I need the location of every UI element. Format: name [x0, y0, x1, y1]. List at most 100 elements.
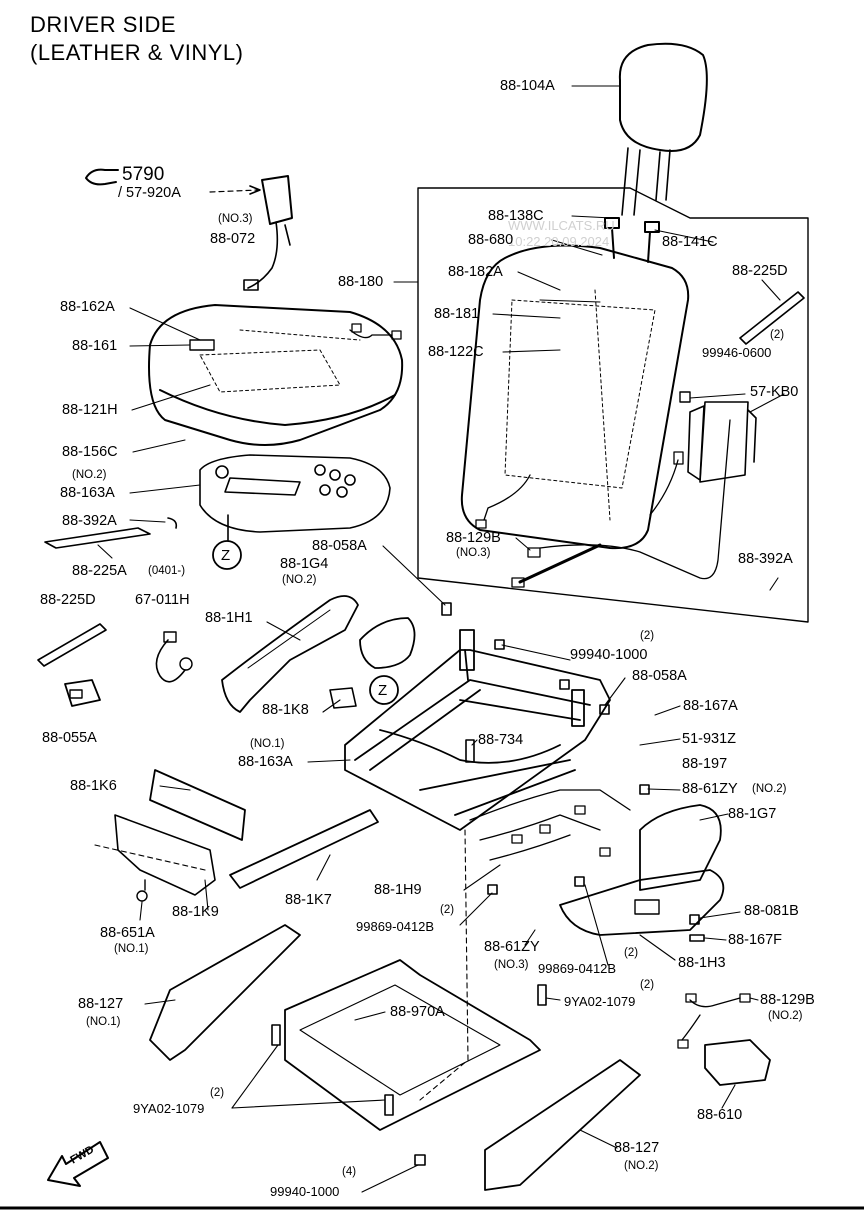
note-88-129B-no2: (NO.2) [768, 1010, 803, 1022]
ref-code: / 57-920A [118, 185, 181, 201]
rail-88-127-no1 [149, 924, 301, 1061]
callout-88-163A-no2[interactable]: 88-163A [60, 485, 115, 501]
callout-88-610[interactable]: 88-610 [697, 1107, 743, 1123]
qty-99946: (2) [770, 329, 785, 341]
cushion-pan-shape [199, 454, 391, 541]
strap-88-225A [44, 527, 151, 549]
callout-88-127-no2[interactable]: 88-127 [614, 1140, 660, 1156]
callout-51-931Z[interactable]: 51-931Z [682, 731, 737, 747]
callout-88-141C[interactable]: 88-141C [662, 234, 718, 250]
callout-88-162A[interactable]: 88-162A [60, 299, 115, 315]
callout-99940-1000-top[interactable]: 99940-1000 [570, 647, 648, 663]
callout-88-163A-no1[interactable]: 88-163A [238, 754, 293, 770]
callout-99940-1000-bottom[interactable]: 99940-1000 [270, 1184, 340, 1199]
watermark: WWW.ILCATS.RU 10:22 20.09.2024 [508, 218, 615, 249]
callout-88-970A[interactable]: 88-970A [390, 1004, 445, 1020]
callout-88-1G4[interactable]: 88-1G4 [280, 556, 329, 572]
callout-88-182A[interactable]: 88-182A [448, 264, 503, 280]
callout-88-1H3[interactable]: 88-1H3 [678, 955, 726, 971]
strap-88-225D-left [37, 623, 107, 667]
callout-88-180[interactable]: 88-180 [338, 274, 384, 290]
callout-99946-0600[interactable]: 99946-0600 [702, 345, 772, 360]
z-marker-mid: Z [378, 682, 388, 699]
module-88-610 [704, 1039, 771, 1086]
fwd-arrow [47, 1141, 109, 1187]
note-88-225A: (0401-) [148, 565, 186, 577]
callout-88-225D-top[interactable]: 88-225D [732, 263, 788, 279]
qty-9YA02-left: (2) [210, 1087, 225, 1099]
note-88-127-no2: (NO.2) [624, 1160, 659, 1172]
title-line-2: (LEATHER & VINYL) [30, 40, 244, 65]
callout-88-1H9[interactable]: 88-1H9 [374, 882, 422, 898]
callout-88-167F[interactable]: 88-167F [728, 932, 783, 948]
side-cover-88-1H3 [559, 869, 725, 936]
callout-88-1K7[interactable]: 88-1K7 [285, 892, 332, 908]
qty-99869-left: (2) [440, 904, 455, 916]
note-88-163A-no1: (NO.1) [250, 738, 285, 750]
callout-88-167A[interactable]: 88-167A [683, 698, 738, 714]
headrest-shape [618, 42, 708, 216]
cover-88-1G4 [359, 617, 416, 669]
seatback-shape [460, 217, 690, 550]
callout-88-138C[interactable]: 88-138C [488, 208, 544, 224]
watermark-line-1: WWW.ILCATS.RU [508, 218, 615, 233]
note-88-1G4-no2: (NO.2) [282, 574, 317, 586]
callout-88-61ZY-no3[interactable]: 88-61ZY [484, 939, 540, 955]
callout-88-181[interactable]: 88-181 [434, 306, 480, 322]
callout-88-081B[interactable]: 88-081B [744, 903, 799, 919]
fasteners [271, 602, 705, 1166]
callout-88-058A-right[interactable]: 88-058A [632, 668, 687, 684]
watermark-line-2: 10:22 20.09.2024 [508, 233, 610, 249]
callout-9YA02-1079-top[interactable]: 9YA02-1079 [564, 994, 636, 1009]
callout-99869-0412B-left[interactable]: 99869-0412B [356, 919, 435, 934]
callout-88-651A[interactable]: 88-651A [100, 925, 155, 941]
note-88-127-no1: (NO.1) [86, 1016, 121, 1028]
callout-88-104A[interactable]: 88-104A [500, 78, 555, 94]
callout-88-1K9[interactable]: 88-1K9 [172, 904, 219, 920]
callout-88-156C[interactable]: 88-156C [62, 444, 118, 460]
callout-88-225A[interactable]: 88-225A [72, 563, 127, 579]
callout-99869-0412B-right[interactable]: 99869-0412B [538, 961, 617, 976]
seatback-box [417, 187, 809, 623]
callout-88-127-no1[interactable]: 88-127 [78, 996, 124, 1012]
callout-88-1K8[interactable]: 88-1K8 [262, 702, 309, 718]
callout-88-225D-left[interactable]: 88-225D [40, 592, 96, 608]
trim-88-1K7 [229, 809, 379, 889]
rail-88-127-no2 [484, 1059, 641, 1191]
callout-88-129B-top[interactable]: 88-129B [446, 530, 501, 546]
callout-88-121H[interactable]: 88-121H [62, 402, 118, 418]
side-shield-88-1H1 [221, 595, 359, 713]
qty-9YA02-top: (2) [640, 979, 655, 991]
clip-88-1K8 [329, 687, 357, 709]
callout-88-61ZY-no2[interactable]: 88-61ZY [682, 781, 738, 797]
qty-99940-bottom: (4) [342, 1166, 357, 1178]
callout-88-1H1[interactable]: 88-1H1 [205, 610, 253, 626]
qty-99940-top: (2) [640, 630, 655, 642]
callout-9YA02-1079-left[interactable]: 9YA02-1079 [133, 1101, 205, 1116]
callout-57-KB0[interactable]: 57-KB0 [750, 384, 799, 400]
callout-88-392A-left[interactable]: 88-392A [62, 513, 117, 529]
bracket-88-055A [64, 679, 101, 707]
seat-cushion-shape [148, 304, 404, 446]
callout-88-680[interactable]: 88-680 [468, 232, 514, 248]
side-cover-88-1G7 [639, 804, 722, 891]
side-airbag-module [687, 401, 757, 483]
callout-67-011H[interactable]: 67-011H [135, 592, 190, 608]
callout-88-072[interactable]: 88-072 [210, 231, 256, 247]
callout-88-129B-no2[interactable]: 88-129B [760, 992, 815, 1008]
strap-top-right [739, 291, 805, 345]
callout-88-1K6[interactable]: 88-1K6 [70, 778, 117, 794]
callout-88-1G7[interactable]: 88-1G7 [728, 806, 777, 822]
callout-88-058A-top[interactable]: 88-058A [312, 538, 367, 554]
callout-88-161[interactable]: 88-161 [72, 338, 118, 354]
callout-88-392A-right[interactable]: 88-392A [738, 551, 793, 567]
seatback-harness [483, 474, 531, 521]
note-88-129B-no3: (NO.3) [456, 547, 491, 559]
title-line-1: DRIVER SIDE [30, 12, 177, 37]
callout-88-734[interactable]: 88-734 [478, 732, 524, 748]
callout-88-197[interactable]: 88-197 [682, 756, 728, 772]
callout-88-122C[interactable]: 88-122C [428, 344, 484, 360]
callout-88-055A[interactable]: 88-055A [42, 730, 97, 746]
bracket-88-970A [284, 959, 541, 1131]
